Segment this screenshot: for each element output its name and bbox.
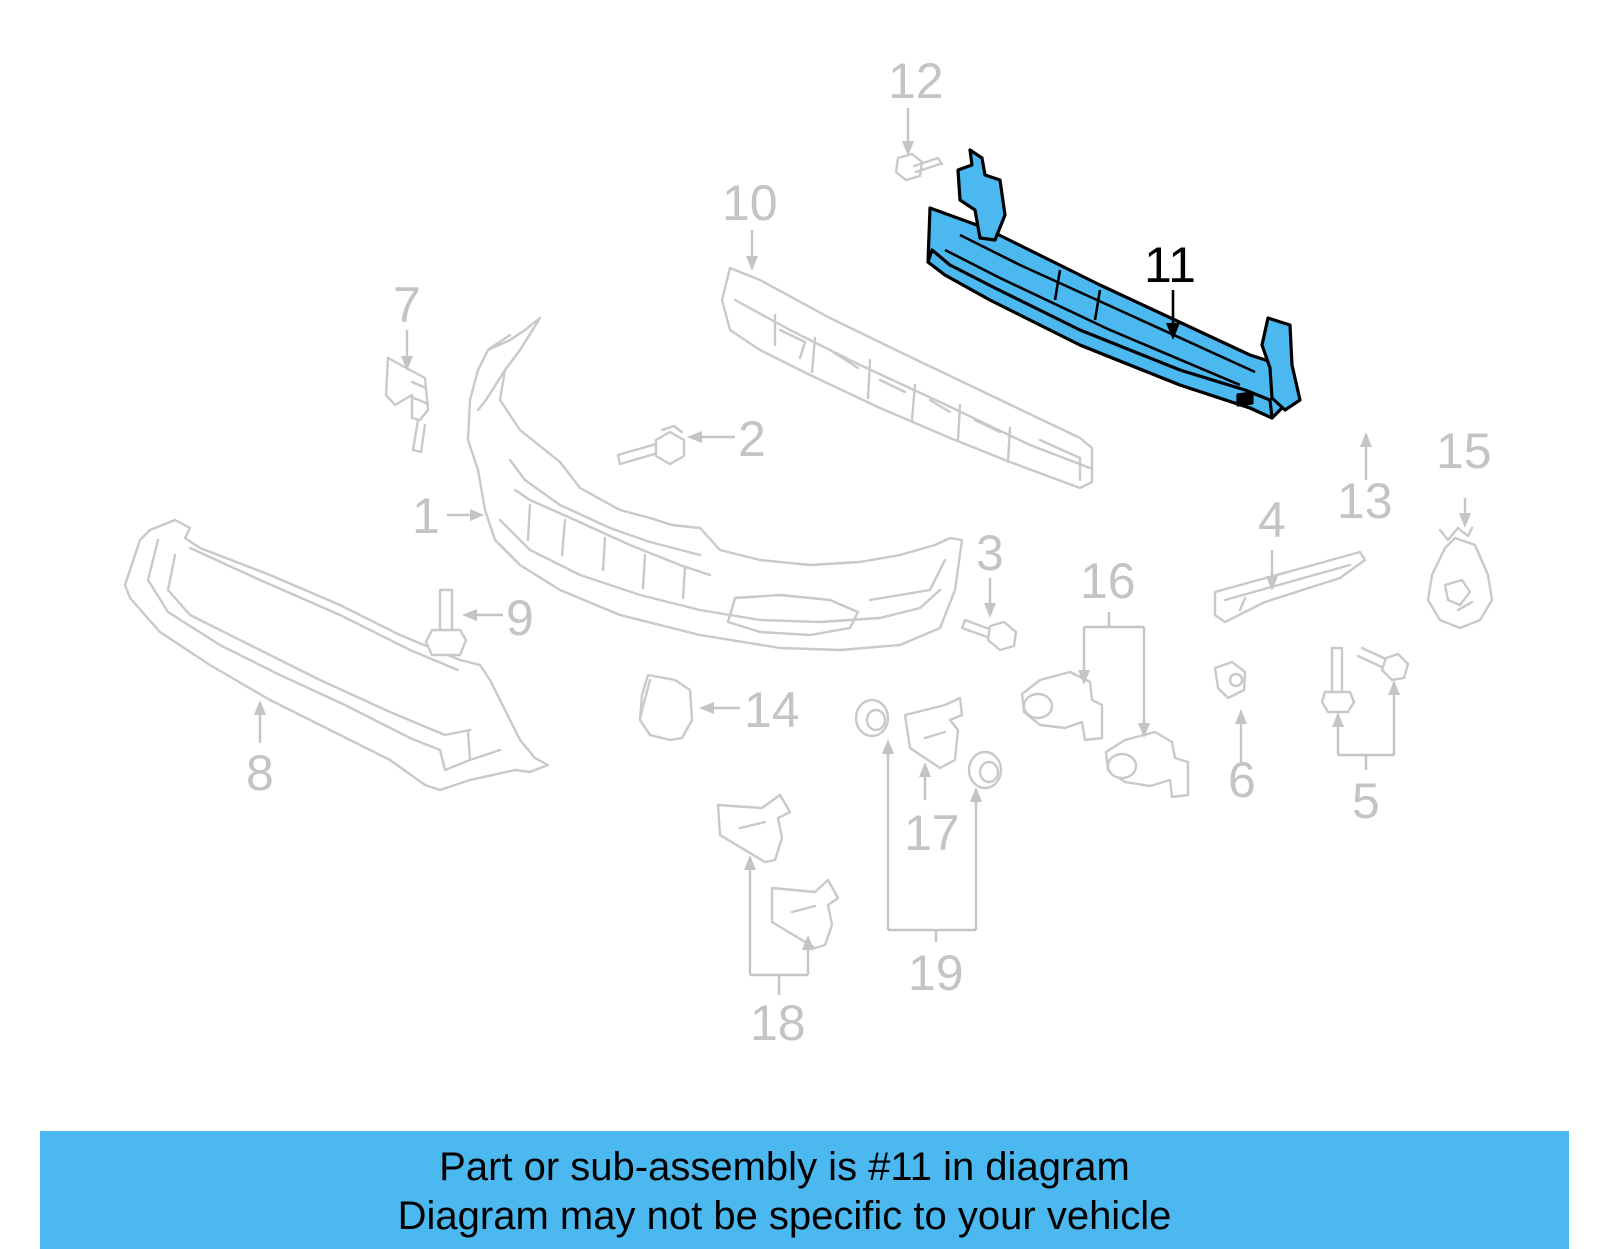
- callout-9[interactable]: 9: [506, 590, 534, 646]
- callout-11[interactable]: 11: [1144, 237, 1196, 293]
- caption-line-1: Part or sub-assembly is #11 in diagram: [439, 1145, 1130, 1189]
- part-14-tow-cap[interactable]: [638, 673, 694, 742]
- part-19-nuts[interactable]: [854, 698, 1003, 790]
- callout-13[interactable]: 13: [1337, 473, 1393, 529]
- callout-14[interactable]: 14: [744, 682, 800, 738]
- callout-2[interactable]: 2: [738, 411, 766, 467]
- callout-16[interactable]: 16: [1080, 553, 1136, 609]
- part-10-energy-absorber[interactable]: [720, 266, 1094, 490]
- callout-4[interactable]: 4: [1258, 492, 1286, 548]
- part-12-bolt[interactable]: [894, 152, 944, 182]
- part-9-stud[interactable]: [424, 588, 468, 657]
- caption-line-2: Diagram may not be specific to your vehi…: [397, 1194, 1172, 1238]
- callout-6[interactable]: 6: [1228, 752, 1256, 808]
- part-5-bolts[interactable]: [1320, 646, 1410, 714]
- callout-5[interactable]: 5: [1352, 773, 1380, 829]
- part-15-hardware-bag[interactable]: [1426, 526, 1494, 630]
- part-16-parking-sensors[interactable]: [1020, 670, 1190, 799]
- part-4-strip[interactable]: [1213, 550, 1367, 624]
- part-18-brackets[interactable]: [716, 793, 840, 950]
- callout-19[interactable]: 19: [908, 945, 964, 1001]
- callout-1[interactable]: 1: [412, 488, 440, 544]
- callout-12[interactable]: 12: [888, 53, 944, 109]
- callout-3[interactable]: 3: [976, 525, 1004, 581]
- callout-7[interactable]: 7: [393, 277, 421, 333]
- part-17-brackets[interactable]: [903, 696, 964, 770]
- callout-8[interactable]: 8: [246, 745, 274, 801]
- callout-10[interactable]: 10: [722, 175, 778, 231]
- callout-numbers: 12 10 11 7 2 1 9 8 3 14 16 4 13 15 6 5 1…: [246, 53, 1492, 1051]
- callout-18[interactable]: 18: [750, 995, 806, 1051]
- callout-17[interactable]: 17: [904, 805, 960, 861]
- part-1-bumper-cover[interactable]: [466, 316, 964, 652]
- caption-banner: Part or sub-assembly is #11 in diagram D…: [40, 1131, 1569, 1249]
- part-2-bolt[interactable]: [616, 424, 686, 466]
- part-11-reinforcement-bar[interactable]: [926, 148, 1302, 420]
- part-8-lower-grille[interactable]: [123, 518, 550, 792]
- part-3-bolt[interactable]: [960, 618, 1018, 652]
- leader-lines: [254, 108, 1471, 995]
- part-6-clip[interactable]: [1213, 660, 1247, 700]
- part-7-bracket[interactable]: [384, 356, 430, 454]
- callout-15[interactable]: 15: [1436, 423, 1492, 479]
